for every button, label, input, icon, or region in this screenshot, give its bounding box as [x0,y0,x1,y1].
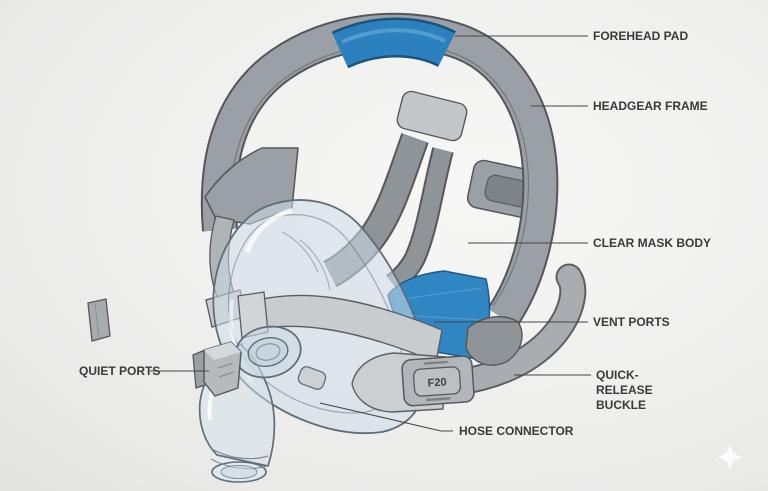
label-forehead-pad: FOREHEAD PAD [593,29,689,43]
f20-badge-text: F20 [427,376,447,389]
label-quick-release-buckle: QUICK-RELEASE BUCKLE [596,368,653,412]
left-strap-tab [87,298,111,342]
label-quiet-ports: QUIET PORTS [79,364,161,378]
quick-release-buckle-shape: F20 [351,352,475,413]
sparkle-decoration [717,444,743,470]
hose-cuff [210,448,269,483]
label-vent-ports: VENT PORTS [593,315,670,329]
f20-badge: F20 [401,355,475,407]
label-clear-mask-body: CLEAR MASK BODY [593,236,712,250]
label-hose-connector: HOSE CONNECTOR [459,424,574,438]
forehead-pad-shape [331,17,456,69]
strap-junction [465,316,523,366]
elbow-release-tab [297,366,327,390]
leader-lines [150,35,591,432]
quiet-ports-shape [192,341,242,397]
headgear-ridge-line [229,43,529,307]
mask-frame-strap [237,291,443,363]
elbow-swivel-ring [234,325,302,379]
leader-hose-connector [319,402,453,432]
top-strap-clip [396,90,468,142]
lower-headgear-strap [446,263,587,396]
headgear-frame-shape [200,12,559,329]
label-headgear-frame: HEADGEAR FRAME [593,99,708,113]
